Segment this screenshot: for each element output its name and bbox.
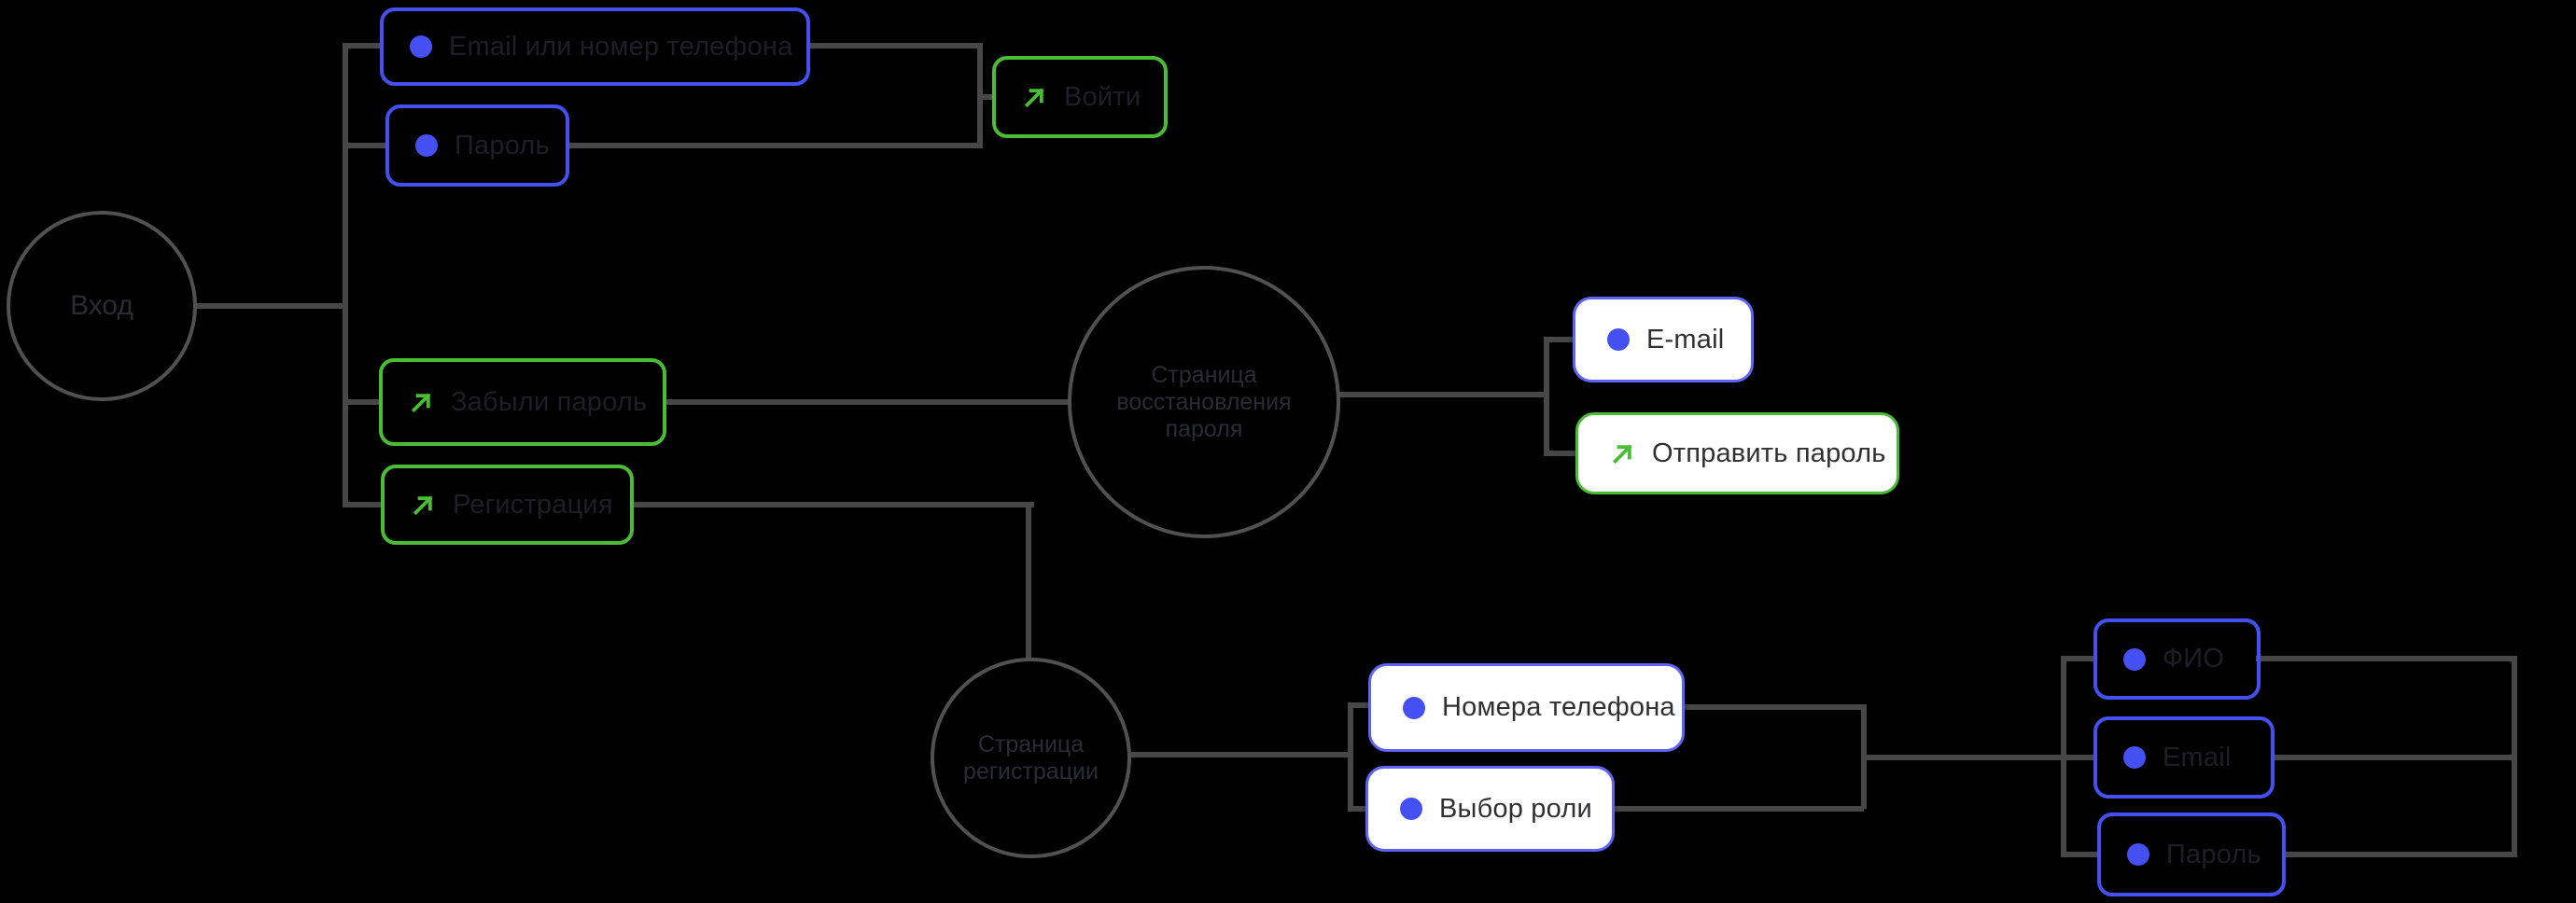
circle-label-line: пароля	[1165, 415, 1243, 442]
node-label: Войти	[1064, 81, 1141, 112]
bullet-icon	[1403, 696, 1425, 719]
arrow-up-right-icon	[411, 493, 436, 518]
node-label: ФИО	[2163, 644, 2225, 674]
arrow-up-right-icon	[1022, 85, 1047, 110]
node-label: Email	[2163, 742, 2232, 772]
connector-line	[343, 502, 384, 507]
connector-line	[343, 399, 382, 405]
bullet-icon	[2123, 647, 2146, 671]
node-label: Номера телефона	[1442, 692, 1675, 722]
node-label: E-mail	[1646, 324, 1725, 354]
connector-line	[2061, 852, 2100, 857]
connector-line	[194, 303, 348, 309]
circle-label-line: Страница	[1151, 361, 1257, 388]
bullet-icon	[415, 134, 438, 157]
node-registration[interactable]: Регистрация	[381, 465, 634, 545]
node-label: Пароль	[455, 130, 550, 160]
connector-line	[1861, 755, 2096, 760]
node-label: Выбор роли	[1439, 793, 1592, 824]
circle-label-line: регистрации	[963, 757, 1099, 785]
node-forgot-password[interactable]: Забыли пароль	[379, 358, 666, 446]
node-label: Отправить пароль	[1652, 438, 1886, 468]
connector-line	[343, 143, 389, 148]
connector-line	[1348, 702, 1371, 708]
circle-label-line: Страница	[977, 730, 1085, 757]
connector-line	[1544, 451, 1578, 456]
connector-line	[343, 43, 348, 507]
connector-line	[1544, 337, 1575, 342]
node-login-field[interactable]: Email или номер телефона	[380, 7, 810, 86]
connector-line	[2061, 656, 2066, 857]
arrow-up-right-icon	[409, 390, 434, 415]
connector-line	[2512, 656, 2517, 857]
bullet-icon	[2123, 746, 2146, 769]
bullet-icon	[2127, 843, 2149, 866]
node-label: Email или номер телефона	[449, 31, 793, 62]
node-password-recovery-page[interactable]: Страница восстановления пароля	[1068, 266, 1340, 538]
connector-line	[1348, 806, 1368, 812]
connector-line	[665, 399, 1071, 405]
node-login-start[interactable]: Вход	[7, 211, 197, 401]
node-fio-field[interactable]: ФИО	[2093, 618, 2261, 700]
card-email[interactable]: E-mail	[1573, 297, 1754, 382]
connector-line	[2061, 656, 2096, 661]
bullet-icon	[1400, 798, 1422, 820]
connector-line	[2283, 852, 2517, 857]
connector-line	[1682, 704, 1867, 710]
connector-line	[977, 94, 996, 100]
bullet-icon	[1607, 328, 1630, 351]
connector-line	[569, 143, 980, 148]
connector-line	[2272, 755, 2517, 760]
circle-label-line: восстановления	[1116, 388, 1292, 415]
node-reg-password-field[interactable]: Пароль	[2097, 813, 2286, 896]
node-label: Регистрация	[453, 489, 613, 520]
connector-line	[1026, 502, 1031, 660]
node-login-action[interactable]: Войти	[992, 56, 1168, 138]
node-password-field[interactable]: Пароль	[385, 104, 569, 187]
connector-line	[1348, 702, 1353, 812]
card-send-password[interactable]: Отправить пароль	[1575, 412, 1899, 494]
connector-line	[1544, 337, 1549, 456]
connector-line	[1131, 752, 1353, 757]
card-role-select[interactable]: Выбор роли	[1365, 766, 1615, 852]
node-label: Забыли пароль	[451, 386, 648, 417]
connector-line	[343, 43, 384, 49]
node-label: Пароль	[2166, 839, 2261, 869]
connector-line	[807, 43, 983, 49]
node-registration-page[interactable]: Страница регистрации	[931, 658, 1131, 858]
bullet-icon	[410, 35, 432, 58]
circle-label: Страница регистрации	[963, 731, 1099, 785]
node-reg-email-field[interactable]: Email	[2093, 716, 2275, 799]
connector-line	[2256, 656, 2517, 661]
circle-label: Вход	[70, 289, 133, 321]
connector-line	[1612, 806, 1864, 812]
circle-label: Страница восстановления пароля	[1116, 362, 1291, 443]
connector-line	[633, 502, 1034, 507]
arrow-up-right-icon	[1610, 441, 1635, 466]
card-phone-numbers[interactable]: Номера телефона	[1368, 663, 1685, 752]
connector-line	[1337, 392, 1549, 397]
